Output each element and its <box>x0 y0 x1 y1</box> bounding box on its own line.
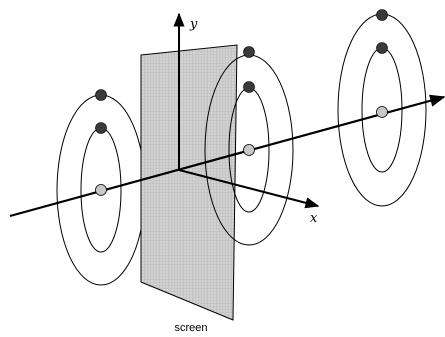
electron-middle-inner <box>243 81 255 93</box>
diagonal-axis <box>9 94 445 218</box>
nucleus-left <box>95 184 107 196</box>
x-axis-label: x <box>310 211 318 226</box>
electron-left-inner <box>95 122 107 134</box>
electron-right-inner <box>376 42 388 54</box>
nucleus-right <box>376 106 388 118</box>
screen-caption: screen <box>174 322 207 334</box>
electron-right-outer <box>376 9 388 21</box>
electron-left-outer <box>95 89 107 101</box>
electron-middle-outer <box>243 46 255 58</box>
nucleus-middle <box>243 144 255 156</box>
x-axis <box>178 169 320 209</box>
y-axis-label: y <box>189 17 198 32</box>
screen-plane <box>140 44 238 321</box>
